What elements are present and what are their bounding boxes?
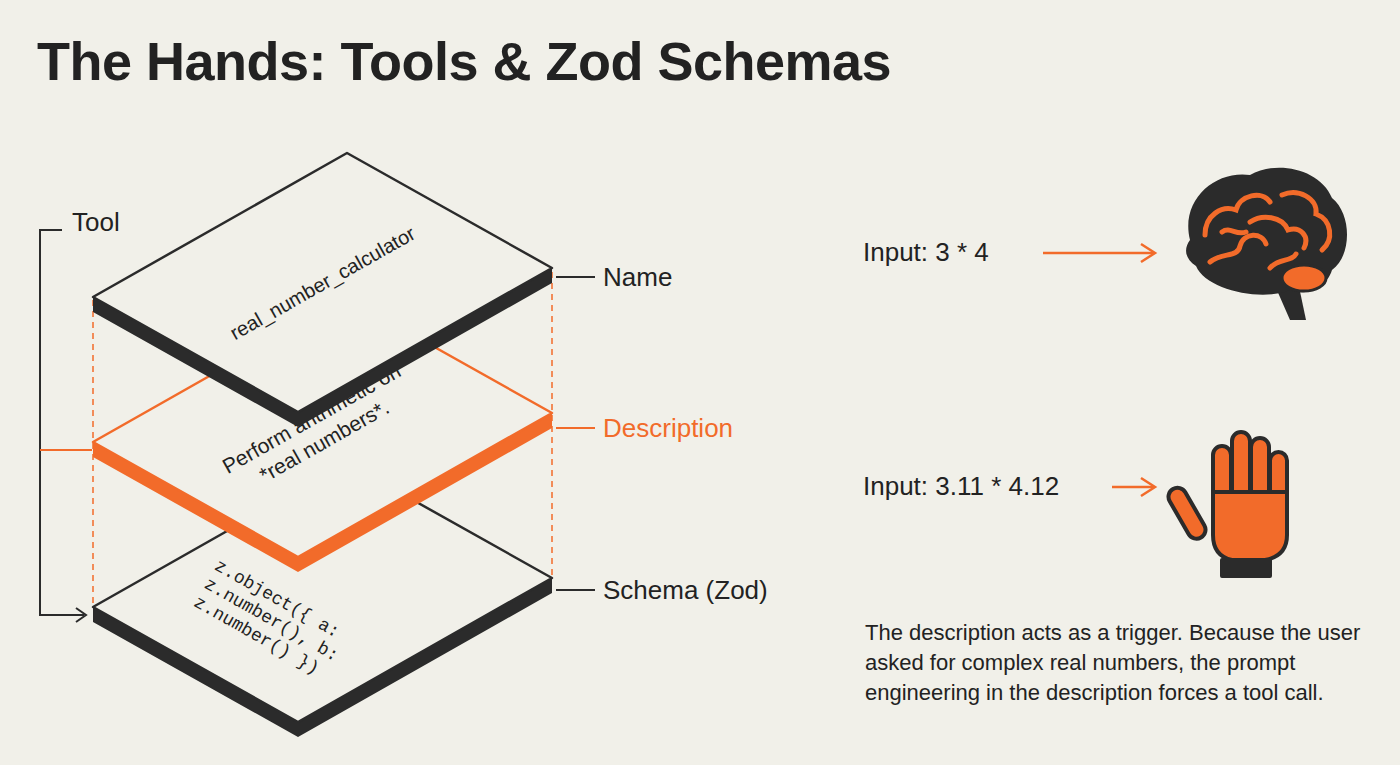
- caption: The description acts as a trigger. Becau…: [865, 618, 1393, 708]
- layer-face: [93, 463, 552, 722]
- input-label: Input: 3 * 4: [863, 237, 989, 268]
- input-label: Input: 3.11 * 4.12: [863, 471, 1059, 502]
- tool-bracket: [40, 230, 92, 622]
- part-label: Description: [603, 413, 733, 444]
- leader-lines: [556, 277, 595, 590]
- group-label: Tool: [72, 207, 120, 238]
- part-label: Schema (Zod): [603, 575, 768, 606]
- input-arrows: [1043, 244, 1155, 496]
- hand-icon: [1165, 432, 1287, 576]
- title: The Hands: Tools & Zod Schemas: [37, 30, 891, 92]
- name-layer: real_number_calculator: [91, 151, 554, 429]
- layer-face: [93, 298, 552, 557]
- part-label: Name: [603, 262, 672, 293]
- brain-icon: [1186, 168, 1347, 320]
